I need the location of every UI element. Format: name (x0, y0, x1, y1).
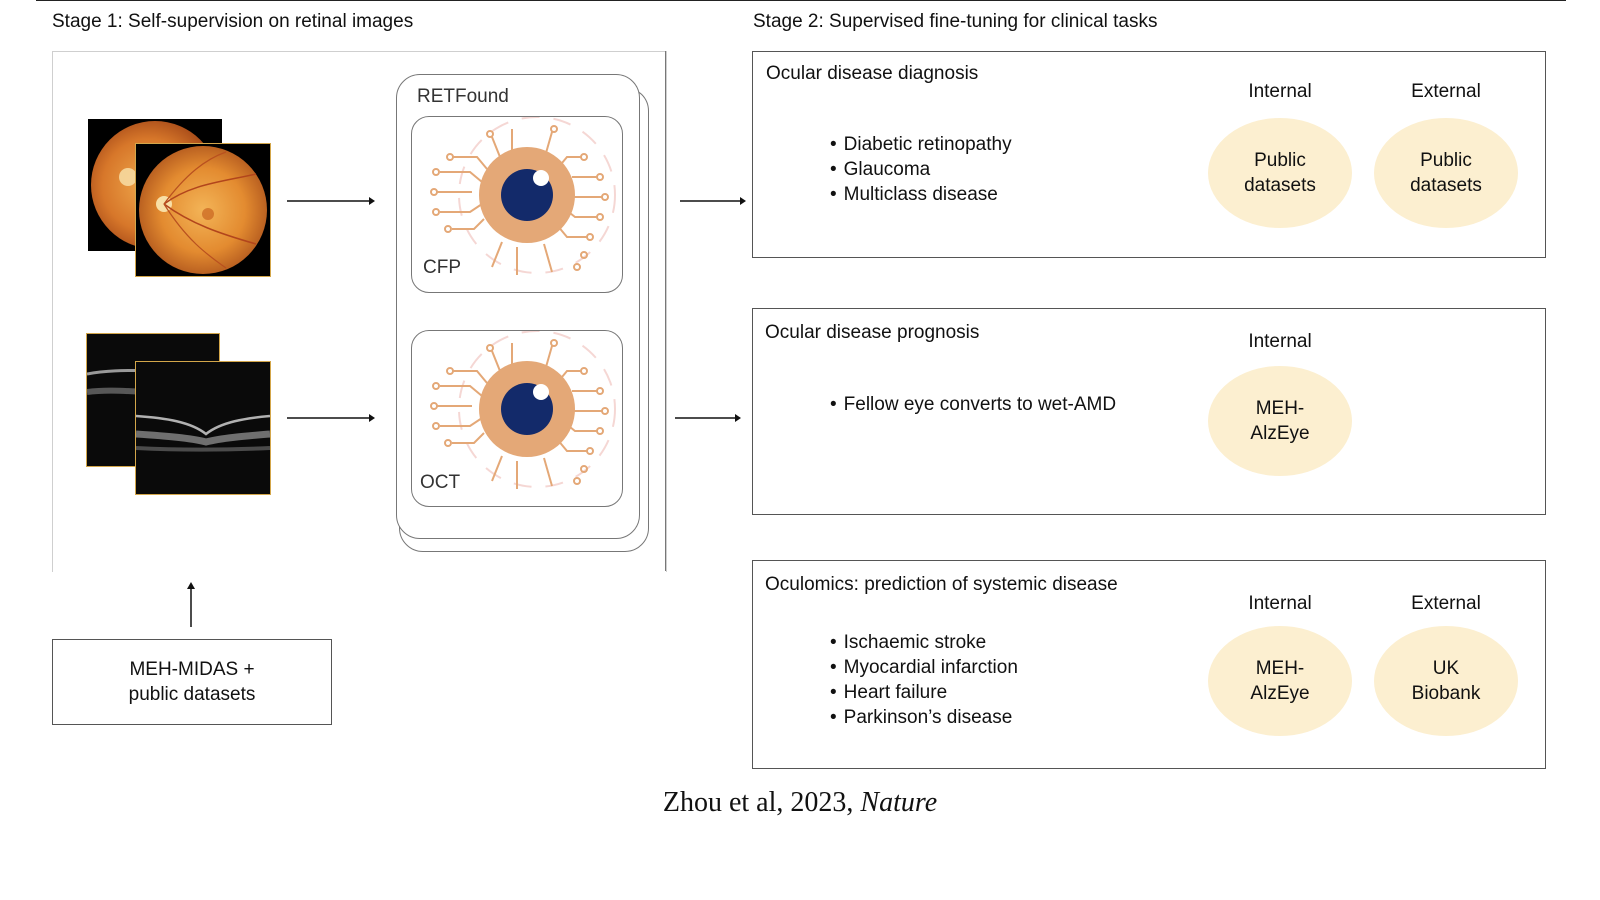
list-item: Myocardial infarction (830, 655, 1018, 680)
cfp-encoder-label: CFP (423, 257, 461, 278)
stage2-title: Stage 2: Supervised fine-tuning for clin… (753, 11, 1158, 32)
stage1-panel-edge (665, 51, 666, 571)
arrow-oct-to-encoder (287, 414, 375, 422)
list-item: Fellow eye converts to wet-AMD (830, 392, 1116, 417)
task-diagnosis-external-dataset: Public datasets (1374, 118, 1518, 228)
task-oculomics-list: Ischaemic stroke Myocardial infarction H… (830, 630, 1018, 730)
task-prognosis-internal-label: Internal (1248, 331, 1312, 352)
arrow-to-prognosis (675, 414, 741, 422)
cfp-encoder-eye-icon (430, 117, 616, 275)
arrow-cfp-to-encoder (287, 197, 375, 205)
list-item: Diabetic retinopathy (830, 132, 1012, 157)
list-item: Multiclass disease (830, 182, 1012, 207)
task-diagnosis-internal-dataset: Public datasets (1208, 118, 1352, 228)
list-item: Glaucoma (830, 157, 1012, 182)
oct-image-front (135, 361, 271, 495)
list-item: Ischaemic stroke (830, 630, 1018, 655)
arrow-to-diagnosis (680, 197, 746, 205)
caption-authors: Zhou et al, 2023, (662, 787, 861, 818)
retfound-label: RETFound (417, 86, 509, 107)
task-oculomics-external-dataset: UK Biobank (1374, 626, 1518, 736)
top-rule (36, 0, 1566, 1)
oct-encoder-eye-icon (430, 331, 616, 489)
task-prognosis-internal-dataset: MEH- AlzEye (1208, 366, 1352, 476)
task-diagnosis-external-label: External (1411, 81, 1481, 102)
pretraining-source-box: MEH-MIDAS + public datasets (52, 639, 332, 725)
list-item: Heart failure (830, 680, 1018, 705)
task-diagnosis-list: Diabetic retinopathy Glaucoma Multiclass… (830, 132, 1012, 207)
task-oculomics-internal-dataset: MEH- AlzEye (1208, 626, 1352, 736)
arrow-source-up (187, 582, 195, 627)
list-item: Parkinson’s disease (830, 705, 1018, 730)
figure-caption: Zhou et al, 2023, Nature (0, 787, 1600, 819)
task-oculomics-external-label: External (1411, 593, 1481, 614)
caption-journal: Nature (860, 787, 938, 818)
cfp-encoder (411, 116, 623, 293)
task-diagnosis-internal-label: Internal (1248, 81, 1312, 102)
task-prognosis-list: Fellow eye converts to wet-AMD (830, 392, 1116, 417)
oct-encoder-label: OCT (420, 472, 461, 493)
cfp-image-front (135, 143, 271, 277)
stage1-title: Stage 1: Self-supervision on retinal ima… (52, 11, 414, 32)
task-diagnosis-title: Ocular disease diagnosis (766, 63, 979, 84)
task-oculomics-title: Oculomics: prediction of systemic diseas… (765, 574, 1118, 595)
task-oculomics-internal-label: Internal (1248, 593, 1312, 614)
task-prognosis-title: Ocular disease prognosis (765, 322, 980, 343)
oct-encoder (411, 330, 623, 507)
